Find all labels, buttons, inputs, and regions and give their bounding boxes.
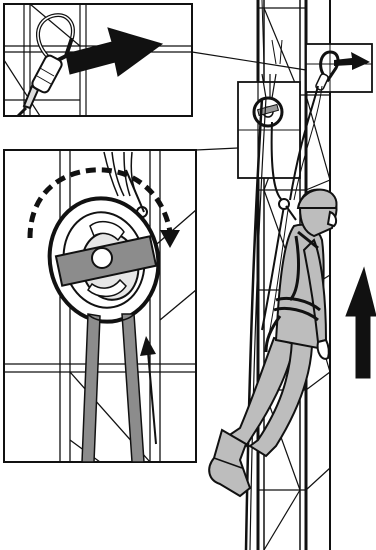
pulley-rope xyxy=(81,313,145,463)
right-arrow-icon xyxy=(65,27,164,77)
worker-figure xyxy=(208,188,338,498)
leader-line-mid xyxy=(195,147,239,151)
up-arrow-icon xyxy=(140,336,157,445)
up-arrow-icon xyxy=(345,266,376,379)
rotation-arrow-icon xyxy=(27,167,180,248)
leader-line-top xyxy=(191,51,307,71)
tower-ropes xyxy=(244,0,323,550)
pulley-detail-box xyxy=(237,73,301,179)
right-arrow-icon xyxy=(334,52,370,70)
carabiner-icon xyxy=(16,13,75,118)
anchor-carabiner-box xyxy=(305,43,373,93)
pulley-icon xyxy=(47,196,161,324)
